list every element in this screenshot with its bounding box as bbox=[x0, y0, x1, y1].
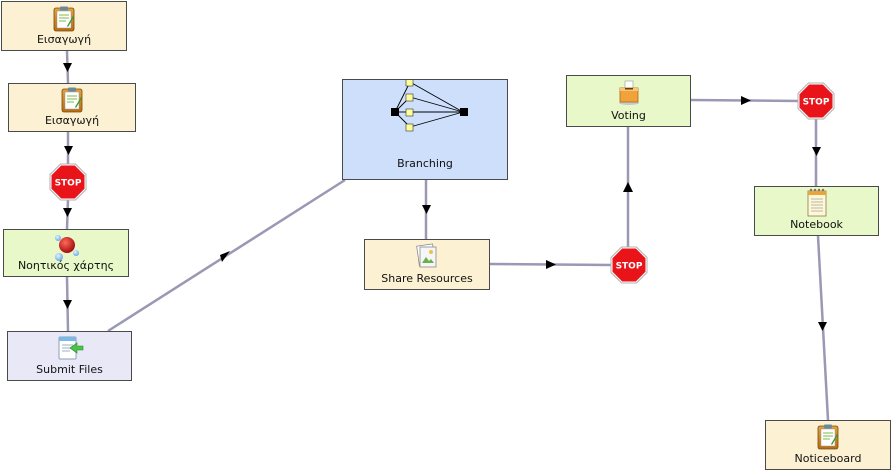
arrowhead-right bbox=[546, 260, 556, 269]
stop-label: STOP bbox=[55, 179, 82, 189]
arrowhead-down bbox=[422, 205, 431, 214]
stop-sign-2: STOP bbox=[610, 246, 648, 284]
ballot-box-icon bbox=[618, 80, 639, 105]
arrowhead-down bbox=[63, 63, 72, 72]
node-label: Share Resources bbox=[381, 272, 473, 285]
node-label: Noticeboard bbox=[794, 452, 862, 465]
arrowhead-down bbox=[812, 147, 821, 156]
node-label: Branching bbox=[397, 157, 453, 170]
node-voting[interactable]: Voting bbox=[566, 75, 691, 127]
clipboard-icon bbox=[817, 424, 839, 450]
arrowhead-down bbox=[64, 146, 73, 155]
stop-label: STOP bbox=[616, 262, 643, 272]
share-resources-icon bbox=[416, 243, 437, 268]
arrowhead-down bbox=[818, 322, 827, 331]
arrowhead-up bbox=[623, 182, 633, 192]
mindmap-bubbles-icon bbox=[55, 235, 79, 261]
notebook-icon bbox=[807, 188, 826, 217]
clipboard-icon bbox=[61, 87, 83, 113]
clipboard-icon bbox=[53, 6, 75, 32]
node-notebook[interactable]: Notebook bbox=[754, 186, 879, 236]
node-submit-files[interactable]: Submit Files bbox=[7, 331, 132, 381]
arrowhead-up-right bbox=[220, 251, 230, 262]
arrowheads bbox=[63, 63, 827, 331]
node-label: Voting bbox=[611, 109, 646, 122]
branching-icon bbox=[391, 80, 468, 132]
node-share-resources[interactable]: Share Resources bbox=[364, 239, 490, 290]
arrowhead-right bbox=[741, 96, 751, 105]
stop-sign-1: STOP bbox=[49, 163, 87, 201]
arrowhead-down bbox=[63, 300, 72, 309]
node-label: Notebook bbox=[790, 218, 843, 231]
node-label: Εισαγωγή bbox=[44, 114, 100, 127]
node-noticeboard[interactable]: Noticeboard bbox=[765, 420, 891, 470]
node-intro-2[interactable]: Εισαγωγή bbox=[8, 83, 136, 132]
node-intro-1[interactable]: Εισαγωγή bbox=[1, 1, 127, 51]
arrowhead-down bbox=[63, 208, 72, 217]
node-label: Submit Files bbox=[36, 363, 103, 376]
stop-label: STOP bbox=[803, 98, 830, 108]
node-mindmap[interactable]: Νοητικός χάρτης bbox=[3, 229, 129, 277]
submit-files-icon bbox=[58, 336, 83, 360]
node-label: Νοητικός χάρτης bbox=[17, 259, 115, 272]
stop-sign-3: STOP bbox=[797, 82, 835, 120]
node-label: Εισαγωγή bbox=[36, 33, 92, 46]
node-branching[interactable]: Branching bbox=[342, 79, 508, 180]
